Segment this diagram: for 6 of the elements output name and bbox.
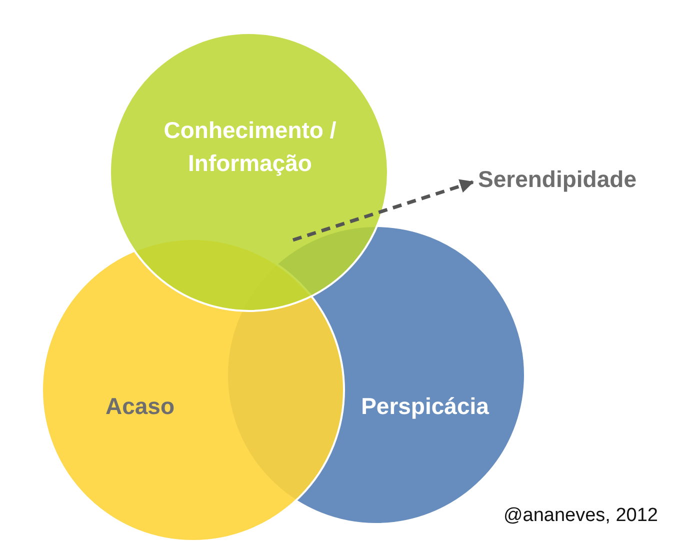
circle-label: Perspicácia: [360, 392, 490, 421]
concept-label: Serendipidade: [478, 165, 636, 194]
circle-label: Conhecimento / Informação: [162, 116, 338, 178]
dashed-arrow: [292, 179, 475, 242]
circle-label: Acaso: [104, 392, 176, 421]
credit-text: @ananeves, 2012: [503, 505, 658, 527]
